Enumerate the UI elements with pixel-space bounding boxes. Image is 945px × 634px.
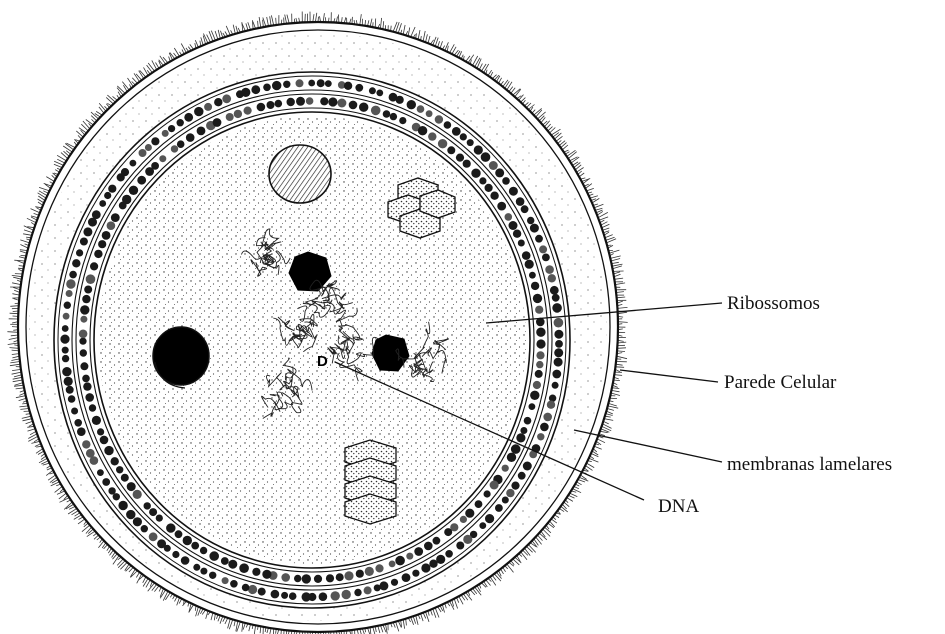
inclusion-granule: [269, 145, 331, 203]
leader-lamellar-membranes: [574, 430, 722, 462]
gas-vesicles-bottom: [345, 440, 396, 524]
label-dna: DNA: [658, 496, 699, 517]
label-lamellar-membranes: membranas lamelares: [727, 454, 892, 475]
dna-marker: D: [317, 353, 328, 370]
leader-cell-wall: [620, 370, 718, 382]
label-cell-wall: Parede Celular: [724, 372, 837, 393]
label-ribosomes: Ribossomos: [727, 293, 820, 314]
